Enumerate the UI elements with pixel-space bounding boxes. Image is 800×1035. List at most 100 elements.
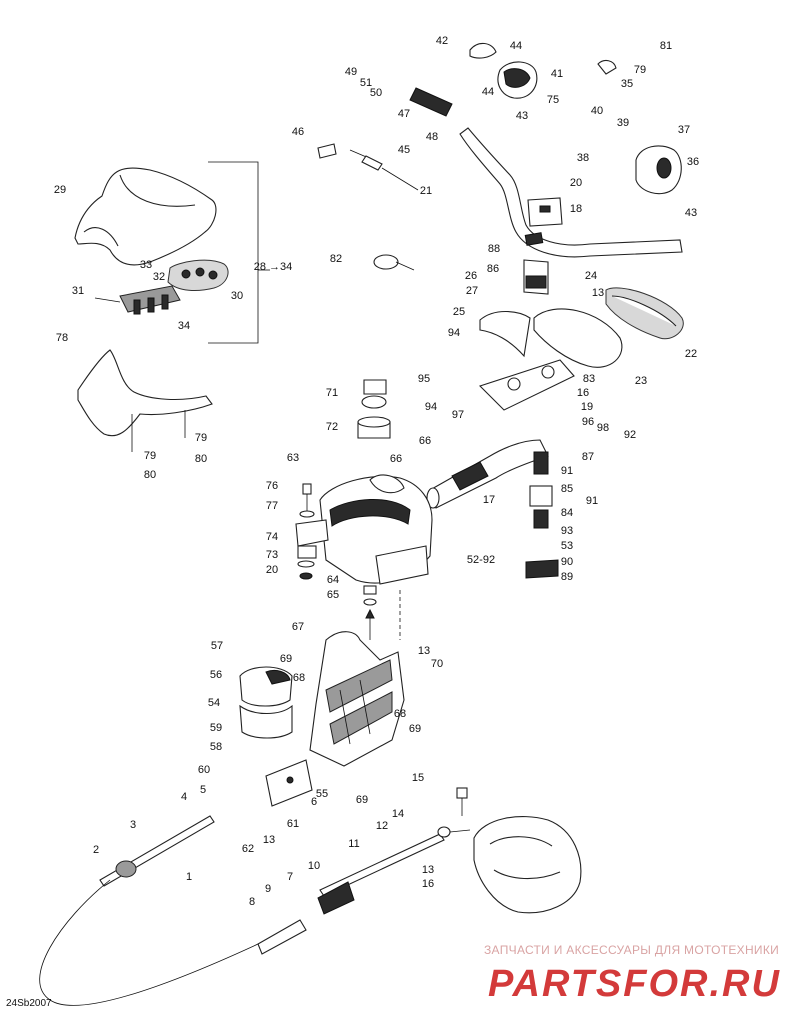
callout-c43a: 43 bbox=[516, 110, 528, 122]
part-73-74-20-washers bbox=[297, 545, 317, 580]
arrow-head-up bbox=[365, 608, 375, 619]
callout-c28: 28 →34 bbox=[254, 261, 293, 273]
callout-c80b: 80 bbox=[144, 469, 156, 481]
callout-c20b: 20 bbox=[266, 564, 278, 576]
callout-c59: 59 bbox=[210, 722, 222, 734]
callout-c16a: 16 bbox=[577, 387, 589, 399]
callout-c24: 24 bbox=[585, 270, 597, 282]
callout-c64: 64 bbox=[327, 574, 339, 586]
callout-c43b: 43 bbox=[685, 207, 697, 219]
callout-c30: 30 bbox=[231, 290, 243, 302]
callout-c56: 56 bbox=[210, 669, 222, 681]
part-bolts-76-77 bbox=[299, 483, 315, 518]
callout-c51: 51 bbox=[360, 77, 372, 89]
part-84-spring-stack bbox=[525, 451, 559, 579]
callout-c13c: 13 bbox=[263, 834, 275, 846]
part-1-cable bbox=[39, 815, 259, 1006]
callout-c41: 41 bbox=[551, 68, 563, 80]
callout-c6: 6 bbox=[311, 796, 317, 808]
callout-c7: 7 bbox=[287, 871, 293, 883]
callout-c79b: 79 bbox=[144, 450, 156, 462]
callout-c79a: 79 bbox=[195, 432, 207, 444]
callout-c55: 55 bbox=[316, 788, 328, 800]
callout-c98: 98 bbox=[597, 422, 609, 434]
part-83-support bbox=[478, 359, 575, 411]
callout-c10: 10 bbox=[308, 860, 320, 872]
watermark-tagline: ЗАПЧАСТИ И АКСЕССУАРЫ ДЛЯ МОТОТЕХНИКИ bbox=[484, 943, 779, 957]
part-17-steering-tube bbox=[426, 439, 549, 509]
callout-c61: 61 bbox=[287, 818, 299, 830]
part-82-tie bbox=[373, 254, 415, 271]
callout-c57: 57 bbox=[211, 640, 223, 652]
callout-c3: 3 bbox=[130, 819, 136, 831]
callout-c75: 75 bbox=[547, 94, 559, 106]
part-22-pad bbox=[605, 287, 684, 340]
part-35-clip bbox=[597, 59, 617, 75]
callout-c88: 88 bbox=[488, 243, 500, 255]
callout-c69b: 69 bbox=[409, 723, 421, 735]
callout-c68a: 68 bbox=[293, 672, 305, 684]
callout-c79c: 79 bbox=[634, 64, 646, 76]
callout-c90: 90 bbox=[561, 556, 573, 568]
part-30-pad bbox=[167, 259, 229, 291]
part-61-link bbox=[265, 759, 313, 807]
part-71-72-mount bbox=[357, 379, 391, 439]
part-46-clip bbox=[317, 143, 337, 159]
callout-c11: 11 bbox=[348, 838, 359, 850]
part-36-throttle-housing bbox=[635, 145, 682, 195]
callout-c46: 46 bbox=[292, 126, 304, 138]
callout-c66b: 66 bbox=[419, 435, 431, 447]
callout-c69c: 69 bbox=[356, 794, 368, 806]
callout-c91a: 91 bbox=[561, 465, 573, 477]
callout-c95: 95 bbox=[418, 373, 430, 385]
callout-c12: 12 bbox=[376, 820, 388, 832]
callout-c17: 17 bbox=[483, 494, 495, 506]
callout-c78: 78 bbox=[56, 332, 68, 344]
callout-c69a: 69 bbox=[280, 653, 292, 665]
callout-c5: 5 bbox=[200, 784, 206, 796]
callout-c62: 62 bbox=[242, 843, 254, 855]
part-41-grip-cap bbox=[497, 61, 538, 99]
callout-c13b: 13 bbox=[418, 645, 430, 657]
part-23-cover-center bbox=[533, 308, 623, 368]
callout-c37: 37 bbox=[678, 124, 690, 136]
callout-c96: 96 bbox=[582, 416, 594, 428]
part-29-cushion bbox=[74, 167, 217, 266]
callout-c34: 34 bbox=[178, 320, 190, 332]
callout-c58: 58 bbox=[210, 741, 222, 753]
callout-c84: 84 bbox=[561, 507, 573, 519]
part-63-housing bbox=[295, 474, 433, 585]
callout-c21: 21 bbox=[420, 185, 432, 197]
callout-c66a: 66 bbox=[390, 453, 402, 465]
callout-c65: 65 bbox=[327, 589, 339, 601]
callout-c44b: 44 bbox=[482, 86, 494, 98]
part-42-lever-clip bbox=[469, 42, 497, 59]
part-88-bracket bbox=[523, 259, 549, 295]
callout-c29: 29 bbox=[54, 184, 66, 196]
callout-c54: 54 bbox=[208, 697, 220, 709]
part-67-bracket bbox=[309, 631, 405, 767]
callout-c20a: 20 bbox=[570, 177, 582, 189]
callout-c13a: 13 bbox=[592, 287, 604, 299]
callout-c4: 4 bbox=[181, 791, 187, 803]
callout-c91b: 91 bbox=[586, 495, 598, 507]
callout-c83: 83 bbox=[583, 373, 595, 385]
callout-c92: 92 bbox=[624, 429, 636, 441]
callout-c81: 81 bbox=[660, 40, 672, 52]
callout-c38: 38 bbox=[577, 152, 589, 164]
part-18-clamp bbox=[527, 197, 563, 227]
callout-c53: 53 bbox=[561, 540, 573, 552]
part-21-handlebar bbox=[459, 127, 683, 258]
callout-c63: 63 bbox=[287, 452, 299, 464]
group-28-34-bracket bbox=[208, 161, 270, 344]
callout-c60: 60 bbox=[198, 764, 210, 776]
callout-c94a: 94 bbox=[448, 327, 460, 339]
callout-c19: 19 bbox=[581, 401, 593, 413]
callout-c45: 45 bbox=[398, 144, 410, 156]
part-25-cover-left bbox=[479, 310, 531, 358]
part-78-cover bbox=[77, 349, 213, 452]
callout-c18: 18 bbox=[570, 203, 582, 215]
part-47-grip bbox=[409, 87, 453, 117]
part-15-bolt bbox=[456, 787, 468, 816]
